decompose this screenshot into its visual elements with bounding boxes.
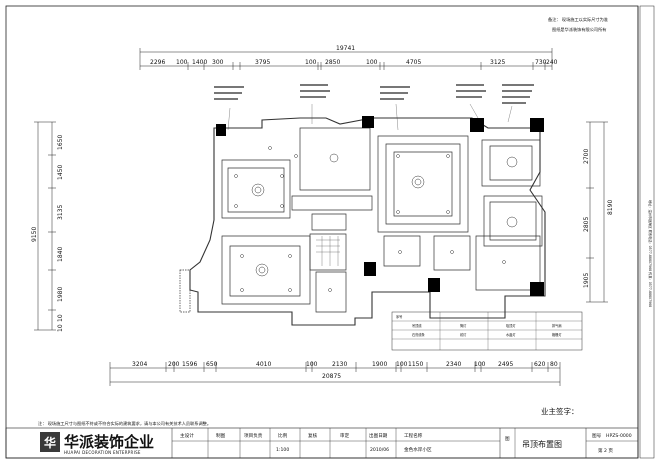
tb-header: 图号: [592, 433, 602, 439]
company-name-cn: 华派装饰企业: [64, 433, 154, 451]
legend-table: 序号 吊顶线 石膏线条 筒灯 射灯 吸顶灯 水晶灯 排气扇 格栅灯: [391, 311, 583, 351]
svg-text:1450: 1450: [57, 165, 64, 180]
tb-header: 制图: [216, 432, 226, 439]
legend-item: 吸顶灯: [506, 323, 516, 328]
logo-mark-icon: [40, 432, 60, 452]
svg-text:2700: 2700: [583, 149, 590, 164]
dim-label: 100: [366, 59, 378, 66]
legend-item: 排气扇: [552, 323, 562, 328]
svg-text:1905: 1905: [583, 273, 590, 288]
svg-text:1150: 1150: [408, 361, 423, 368]
title-block: 主设计 制图 项目负责 比例 复核 审定 出图日期 工程名称 图 图号 1:10…: [5, 427, 639, 459]
svg-text:100: 100: [306, 361, 318, 368]
svg-text:200: 200: [168, 361, 180, 368]
dim-label: 3125: [490, 59, 505, 66]
svg-text:10: 10: [57, 324, 64, 332]
side-strip-text: 地址：温州市瓯海区 联系电话：0577-88807968 传真：0577-888…: [648, 200, 653, 307]
tb-header: 项目负责: [244, 432, 263, 439]
light-fixtures: [234, 146, 518, 292]
svg-text:80: 80: [550, 361, 558, 368]
company-name-en: HUAPAI DECORATION ENTERPRISE: [64, 450, 141, 455]
svg-text:1596: 1596: [182, 361, 197, 368]
bottom-dim-labels: 3204 200 1596 650 4010 100 2130 1900 100…: [132, 361, 558, 368]
tb-scale: 1:100: [276, 447, 289, 453]
dim-label: 100: [305, 59, 317, 66]
tb-header: 主设计: [180, 432, 194, 439]
tb-drawing-no: HPZS-0000: [606, 433, 632, 439]
dim-label: 2296: [150, 59, 165, 66]
bottom-dimension-chain: [109, 362, 561, 386]
svg-text:650: 650: [206, 361, 218, 368]
tb-drawing-name: 吊顶布置图: [522, 439, 562, 449]
company-logo: 华 华派装饰企业 HUAPAI DECORATION ENTERPRISE: [40, 432, 154, 455]
top-dim-labels: 2296 100 1400 300 3795 100 2850 100 4705…: [150, 59, 558, 66]
svg-text:2805: 2805: [583, 217, 590, 232]
right-dimension-chain: [586, 121, 608, 303]
dim-label: 4705: [406, 59, 421, 66]
tb-header: 复核: [308, 432, 318, 439]
legend-item: 格栅灯: [552, 332, 562, 337]
svg-text:620: 620: [534, 361, 546, 368]
top-dimension-chain: [139, 48, 553, 70]
legend-item: 吊顶线: [412, 323, 422, 328]
svg-text:2340: 2340: [446, 361, 461, 368]
dim-label: 2850: [325, 59, 340, 66]
tb-header: 图: [505, 436, 510, 442]
footer-note: 注： 现场施工尺寸与图纸不符或不符合实际的建筑要求，请与本公司有关技术人员联系调…: [38, 420, 211, 427]
svg-text:100: 100: [474, 361, 486, 368]
floor-plan: [179, 117, 546, 326]
svg-text:3204: 3204: [132, 361, 147, 368]
svg-text:2495: 2495: [498, 361, 513, 368]
tb-date: 2010/06: [370, 447, 389, 453]
dim-label: 100: [176, 59, 188, 66]
tb-header: 审定: [340, 432, 350, 439]
svg-text:2130: 2130: [332, 361, 347, 368]
annotation-note-blocks: [214, 84, 534, 104]
svg-text:1840: 1840: [57, 247, 64, 262]
structural-columns: [216, 116, 544, 296]
legend-item: 水晶灯: [506, 332, 516, 337]
tb-header: 比例: [278, 432, 288, 439]
tb-header: 工程名称: [404, 432, 423, 439]
svg-text:100: 100: [396, 361, 408, 368]
left-dimension-chain: [34, 121, 56, 331]
svg-text:1980: 1980: [57, 287, 64, 302]
tb-page: 第 2 页: [598, 447, 613, 454]
dim-label: 3795: [255, 59, 270, 66]
svg-text:3135: 3135: [57, 205, 64, 220]
svg-text:4010: 4010: [256, 361, 271, 368]
header-note-line1: 备注： 现场施工以实际尺寸为准: [548, 16, 608, 23]
logo-mark-glyph-icon: 华: [44, 435, 56, 450]
legend-item: 射灯: [460, 332, 467, 337]
legend-item: 石膏线条: [412, 332, 426, 337]
dim-label: 1400: [192, 59, 207, 66]
dim-label: 730: [535, 59, 547, 66]
tb-project: 金色水岸小区: [404, 446, 432, 453]
owner-sign-label: 业主签字：: [541, 406, 579, 416]
sheet-border: [5, 5, 639, 459]
bottom-total-dim: 20875: [322, 373, 341, 380]
annotation-leaders: [227, 103, 513, 131]
side-info-strip: [639, 5, 655, 459]
header-note-line2: 图纸是华派装饰有限公司所有: [552, 26, 606, 33]
legend-item: 筒灯: [460, 323, 467, 328]
svg-text:1650: 1650: [57, 135, 64, 150]
left-total-dim: 9150: [31, 227, 38, 242]
svg-text:10: 10: [57, 314, 64, 322]
left-dim-labels: 1650 1450 3135 1840 1980 10 10: [57, 135, 64, 332]
svg-text:1900: 1900: [372, 361, 387, 368]
right-total-dim: 8190: [607, 200, 614, 215]
legend-col-label: 序号: [396, 314, 402, 319]
tb-header: 出图日期: [369, 432, 388, 439]
dim-label: 240: [546, 59, 558, 66]
top-total-dim: 19741: [336, 45, 355, 52]
right-dim-labels: 2700 2805 1905: [583, 149, 590, 288]
dim-label: 300: [212, 59, 224, 66]
